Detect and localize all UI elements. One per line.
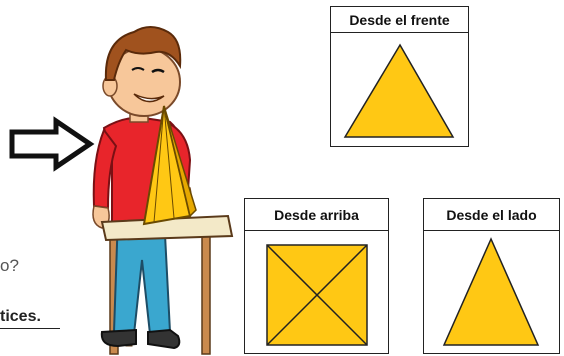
answer-underline (0, 328, 60, 329)
front-view-title: Desde el frente (331, 7, 468, 33)
answer-text-fragment: tices. (0, 308, 41, 325)
side-view-box: Desde el lado (423, 198, 560, 354)
top-view-title: Desde arriba (245, 199, 388, 231)
front-view-box: Desde el frente (330, 6, 469, 147)
right-arrow-outline-icon (9, 116, 95, 172)
boy-with-pyramid-illustration (92, 26, 234, 355)
side-view-title: Desde el lado (424, 199, 559, 231)
top-view-box: Desde arriba (244, 198, 389, 354)
square-with-diagonals-shape (266, 244, 368, 346)
question-text-fragment: o? (0, 256, 19, 275)
triangle-shape (343, 43, 455, 138)
triangle-shape (442, 237, 540, 346)
